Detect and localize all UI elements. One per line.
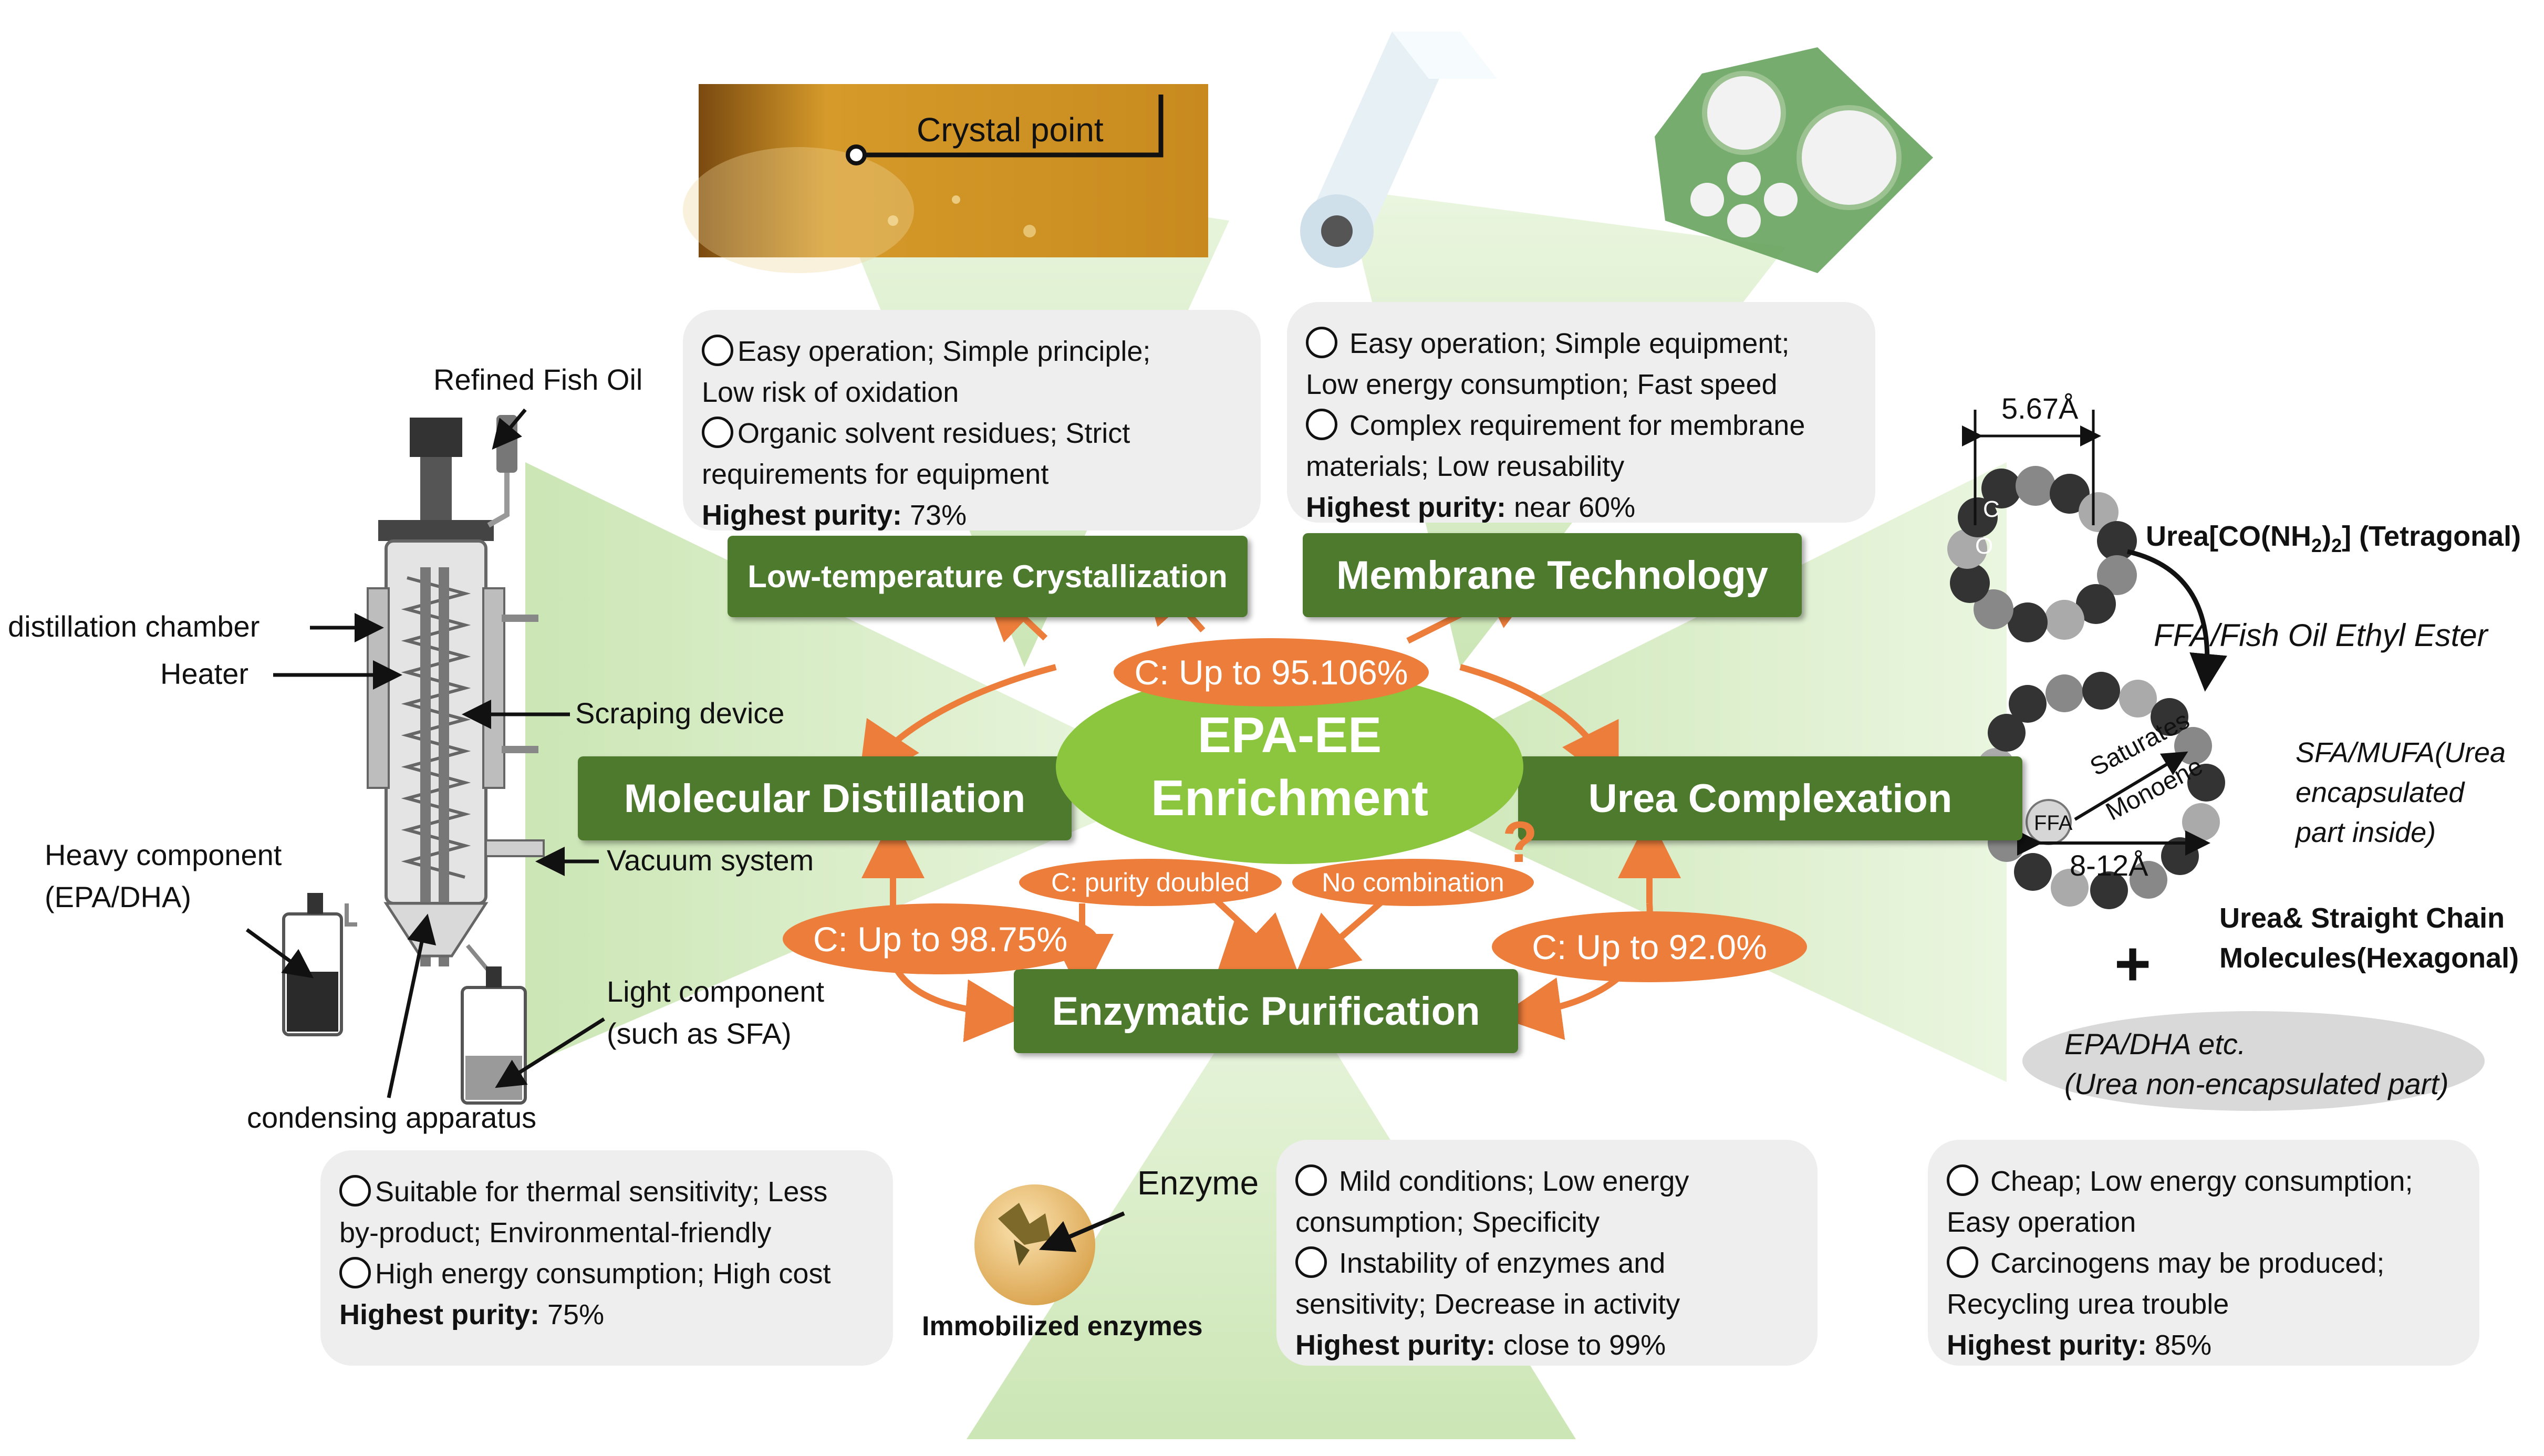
label-dim-5-67: 5.67Å xyxy=(2001,392,2079,425)
label-distillation-chamber: distillation chamber xyxy=(8,610,260,643)
membrane-photo xyxy=(1300,32,1933,273)
label-heater: Heater xyxy=(160,657,249,690)
arrow-refined xyxy=(492,408,527,450)
method-membrane-technology: Membrane Technology xyxy=(1303,533,1802,617)
urea-tetragonal-ring xyxy=(1947,410,2227,692)
happy-face-icon xyxy=(339,1175,371,1207)
box-low-temperature-crystallization: Easy operation; Simple principle; Low ri… xyxy=(683,310,1261,531)
arrow-condensing xyxy=(387,913,437,1098)
distillation-apparatus xyxy=(282,415,545,1105)
sad-face-icon xyxy=(702,417,733,448)
label-immobilized-enzymes: Immobilized enzymes xyxy=(922,1311,1203,1341)
label-ffa-fish-oil: FFA/Fish Oil Ethyl Ester xyxy=(2154,618,2488,653)
sad-face-icon xyxy=(1306,409,1337,440)
box-membrane-technology: Easy operation; Simple equipment; Low en… xyxy=(1287,302,1875,523)
sad-face-icon xyxy=(1295,1246,1327,1278)
combination-pill-98: C: Up to 98.75% xyxy=(783,903,1098,974)
combination-pill-purity-doubled: C: purity doubled xyxy=(1019,859,1282,906)
combination-pill-92: C: Up to 92.0% xyxy=(1492,911,1807,982)
method-enzymatic-purification: Enzymatic Purification xyxy=(1014,969,1518,1053)
label-condensing-apparatus: condensing apparatus xyxy=(247,1101,537,1134)
box-enzymatic-purification: Mild conditions; Low energy consumption;… xyxy=(1276,1140,1818,1366)
label-carbon: C xyxy=(1983,496,2000,522)
crystal-point-label: Crystal point xyxy=(917,111,1104,149)
label-enzyme: Enzyme xyxy=(1137,1164,1259,1202)
method-molecular-distillation: Molecular Distillation xyxy=(578,756,1072,840)
label-epa-dha-etc: EPA/DHA etc. (Urea non-encapsulated part… xyxy=(2064,1027,2449,1100)
happy-face-icon xyxy=(1295,1164,1327,1196)
crystal-photo xyxy=(683,84,1208,273)
sad-face-icon xyxy=(1947,1246,1978,1278)
method-urea-complexation: Urea Complexation xyxy=(1518,756,2022,840)
label-heavy-component-detail: (EPA/DHA) xyxy=(45,880,191,913)
combination-pill-no-combination: No combination xyxy=(1292,859,1534,906)
label-light-component: Light component xyxy=(607,975,825,1008)
label-urea-hexagonal: Urea& Straight Chain Molecules(Hexagonal… xyxy=(2219,902,2519,974)
label-ffa: FFA xyxy=(2034,812,2073,835)
label-sfa-mufa: SFA/MUFA(Urea encapsulated part inside) xyxy=(2296,737,2506,848)
label-heavy-component: Heavy component xyxy=(45,838,282,871)
sad-face-icon xyxy=(339,1257,371,1288)
plus-icon: + xyxy=(2114,929,2152,999)
enzyme-bead xyxy=(974,1184,1125,1305)
arrow-light xyxy=(495,1017,605,1088)
combination-pill-95: C: Up to 95.106% xyxy=(1114,638,1429,706)
label-scraping-device: Scraping device xyxy=(575,696,785,730)
label-vacuum-system: Vacuum system xyxy=(607,844,814,877)
label-dim-8-12: 8-12Å xyxy=(2070,849,2148,882)
box-urea-complexation: Cheap; Low energy consumption; Easy oper… xyxy=(1928,1140,2479,1366)
label-oxygen: O xyxy=(1975,533,1993,559)
label-urea-tetragonal: Urea[CO(NH2)2] (Tetragonal) xyxy=(2146,521,2521,556)
happy-face-icon xyxy=(1306,327,1337,358)
label-light-component-detail: (such as SFA) xyxy=(607,1017,792,1050)
box-molecular-distillation: Suitable for thermal sensitivity; Less b… xyxy=(320,1150,893,1366)
question-mark-icon: ? xyxy=(1502,810,1538,875)
label-refined-fish-oil: Refined Fish Oil xyxy=(433,363,643,396)
epa-ellipse xyxy=(2022,1011,2485,1111)
method-low-temperature-crystallization: Low-temperature Crystallization xyxy=(728,536,1248,617)
arrow-heavy xyxy=(245,928,314,979)
happy-face-icon xyxy=(1947,1164,1978,1196)
happy-face-icon xyxy=(702,335,733,366)
